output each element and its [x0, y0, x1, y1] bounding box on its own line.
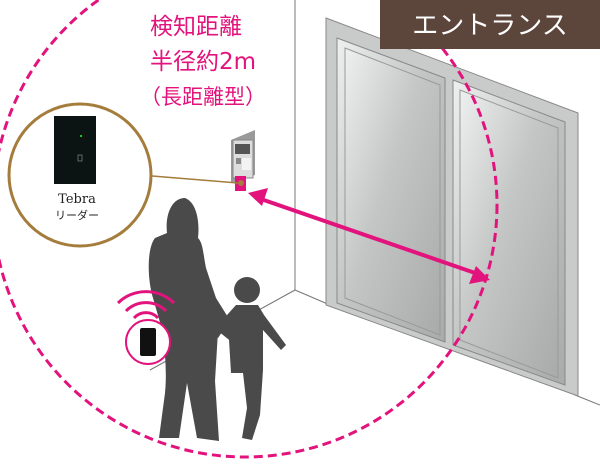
- smartphone-icon: [140, 328, 156, 356]
- intercom-panel: [231, 130, 255, 183]
- reader-label: リーダー: [55, 208, 99, 222]
- smartphone-callout: [116, 290, 176, 365]
- tebra-reader-device: [54, 116, 96, 184]
- range-label-line2: 半径約2m: [150, 49, 256, 75]
- distance-arrow: [248, 188, 490, 284]
- tebra-reader-callout: Tebra リーダー: [7, 102, 153, 248]
- detection-range-circle: [0, 0, 499, 459]
- entrance-door: [325, 17, 579, 397]
- entrance-badge: [380, 0, 600, 49]
- wireless-signal-icon: [116, 290, 176, 320]
- people-silhouette: [148, 198, 286, 441]
- entrance-badge-label: エントランス: [412, 11, 567, 41]
- reader-touch-icon: [77, 154, 83, 162]
- callout-line: [139, 174, 239, 184]
- range-label-line3: （長距離型）: [140, 85, 266, 109]
- range-label-line1: 検知距離: [150, 14, 242, 40]
- reader-mount-dot: [238, 180, 244, 186]
- reader-name: Tebra: [58, 192, 96, 207]
- reader-status-led: [80, 135, 82, 137]
